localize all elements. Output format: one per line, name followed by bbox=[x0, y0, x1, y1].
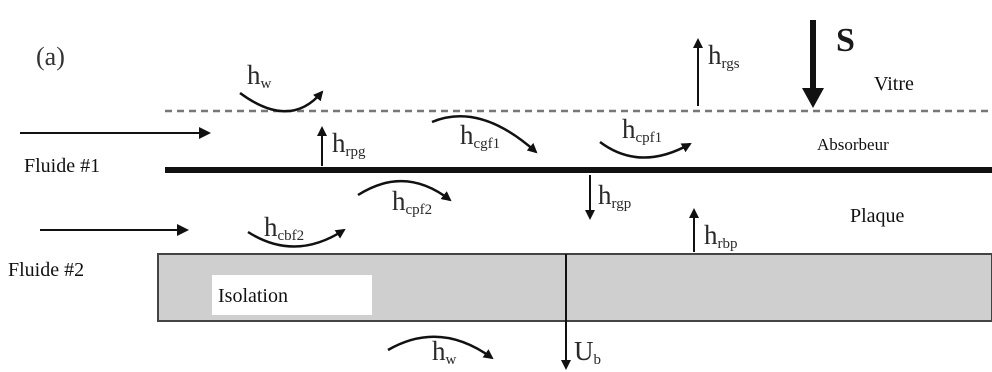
hrbp-label: hrbp bbox=[704, 220, 738, 252]
hw-top-curve bbox=[239, 90, 324, 113]
ub-label: Ub bbox=[574, 336, 601, 368]
hcpf2-label: hcpf2 bbox=[392, 186, 433, 218]
plate-label: Plaque bbox=[850, 205, 905, 227]
fluid1-label: Fluide #1 bbox=[24, 155, 101, 177]
insulation-label: Isolation bbox=[218, 285, 288, 307]
panel-label: (a) bbox=[36, 42, 65, 71]
hcpf2-curve bbox=[357, 179, 452, 202]
hcgf1-label: hcgf1 bbox=[460, 120, 501, 152]
hcbf2-label: hcbf2 bbox=[264, 212, 305, 244]
fluid2-label: Fluide #2 bbox=[8, 259, 85, 281]
hrgp-label: hrgp bbox=[598, 180, 632, 212]
hcgf1-curve bbox=[431, 115, 538, 154]
hcpf1-curve bbox=[599, 140, 692, 159]
solar-arrow-head bbox=[802, 88, 824, 108]
absorber-label: Absorbeur bbox=[817, 135, 889, 154]
hcbf2-curve bbox=[247, 228, 346, 248]
glass-label: Vitre bbox=[874, 73, 914, 95]
hcpf1-label: hcpf1 bbox=[622, 114, 663, 146]
hrgs-label: hrgs bbox=[708, 40, 740, 72]
hw-top-label: hw bbox=[247, 60, 272, 92]
insulation-label-box bbox=[212, 275, 372, 315]
hw-bottom-curve bbox=[387, 335, 494, 360]
hw-bottom-label: hw bbox=[432, 336, 457, 368]
hrpg-label: hrpg bbox=[332, 128, 366, 160]
solar-label: S bbox=[836, 22, 855, 59]
